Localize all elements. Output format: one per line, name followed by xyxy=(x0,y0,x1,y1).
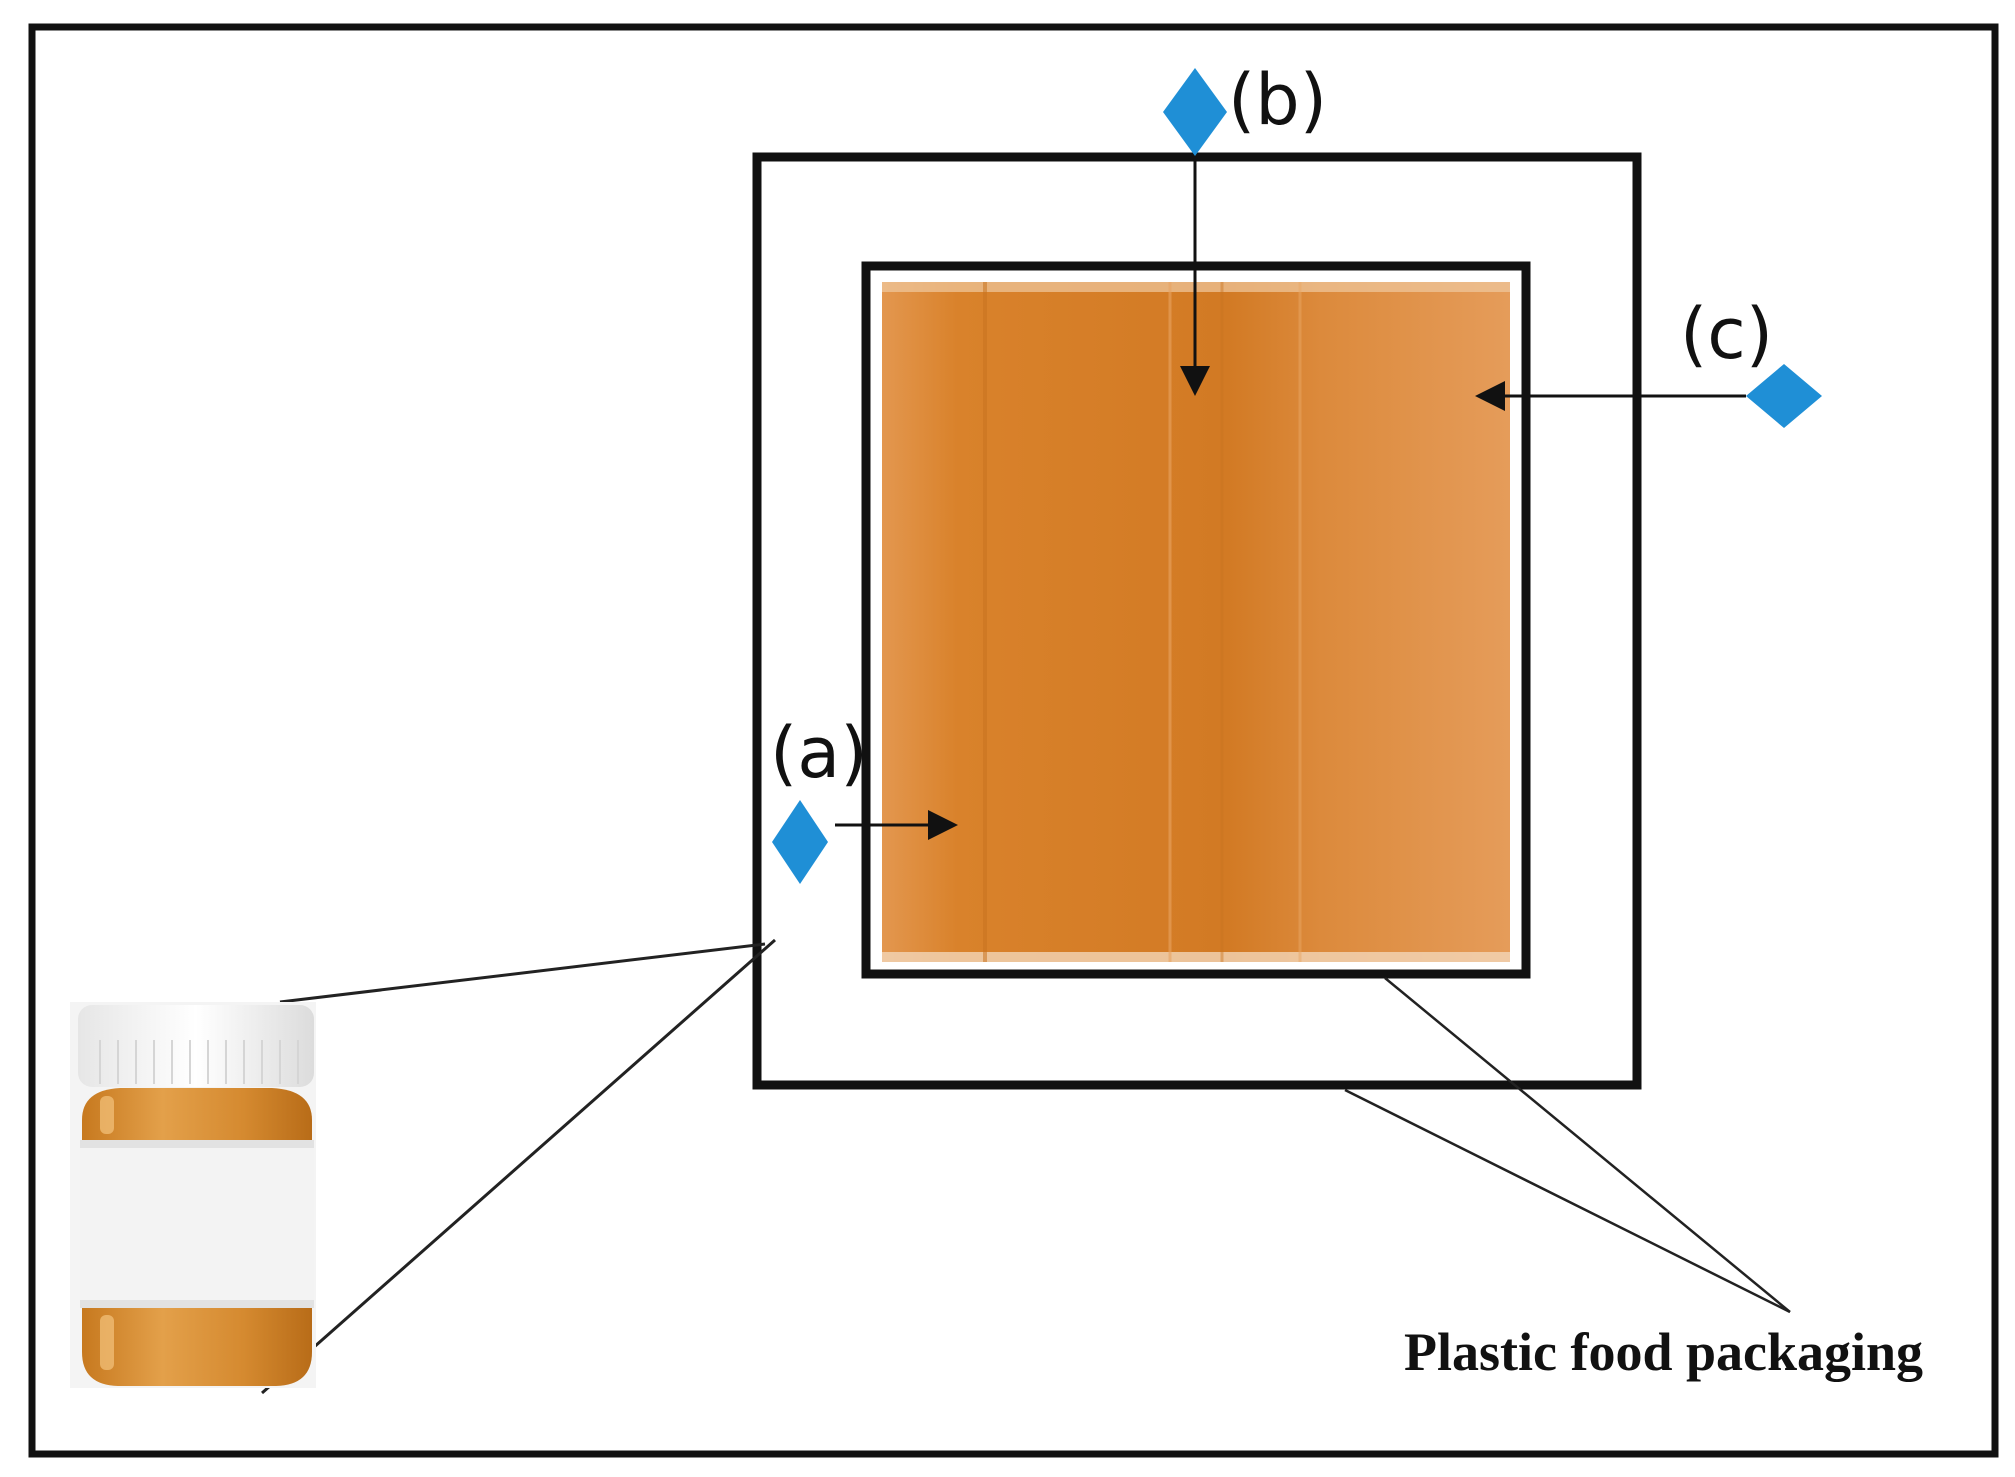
marker-b: (b) xyxy=(1163,59,1327,396)
diamond-icon xyxy=(1746,364,1822,428)
outer-frame xyxy=(28,23,1999,1458)
leader-line-upper xyxy=(279,942,766,1004)
caption-leader-line-2 xyxy=(1344,1088,1791,1314)
peanut-butter-jar-icon xyxy=(70,1002,316,1388)
marker-a: (a) xyxy=(770,712,958,884)
diamond-icon xyxy=(1163,68,1227,156)
packaging-outer-box xyxy=(752,152,1642,1090)
marker-label-c: (c) xyxy=(1680,293,1773,375)
diamond-icon xyxy=(772,800,828,884)
marker-c: (c) xyxy=(1475,293,1822,428)
caption-leader-line-1 xyxy=(1384,977,1791,1313)
caption: Plastic food packaging xyxy=(1404,1322,1923,1382)
leader-line-lower xyxy=(261,938,776,1395)
marker-label-b: (b) xyxy=(1228,59,1327,141)
marker-label-a: (a) xyxy=(770,712,868,794)
